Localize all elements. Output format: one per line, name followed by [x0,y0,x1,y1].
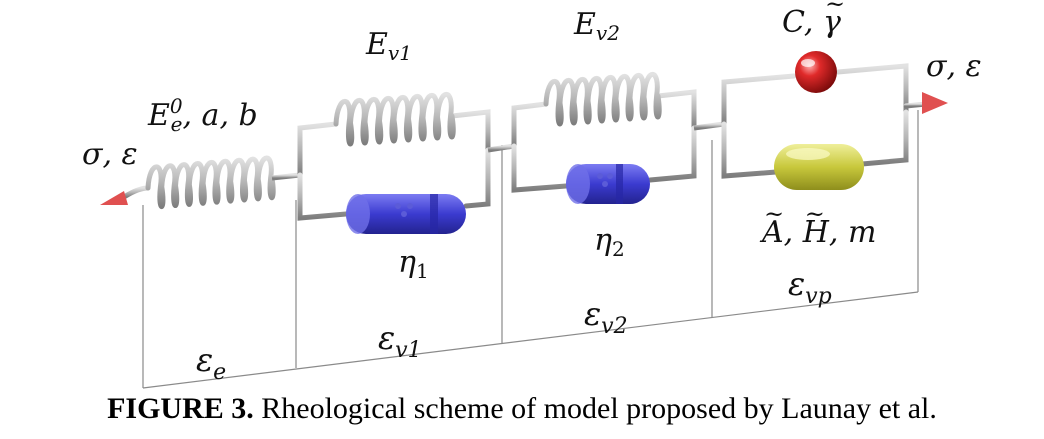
label-spring-v1: Ev1 [366,27,412,65]
elastic-spring [145,155,276,210]
label-sigma-eps-right: σ, ε [926,49,982,84]
connector-2 [487,143,515,153]
viscoplastic-slider [774,144,864,190]
kelvin-unit-2 [511,72,697,193]
label-damper-1: η1 [398,245,429,283]
left-arrow [100,185,149,205]
caption-prefix: FIGURE 3. [107,392,254,425]
connector-1 [271,172,301,181]
label-sigma-eps-left: σ, ε [82,137,138,172]
plastic-ball [795,51,837,93]
guide-baseline [142,291,919,389]
caption-text: Rheological scheme of model proposed by … [253,392,937,425]
kelvin-unit-1 [297,92,491,221]
figure-caption: FIGURE 3. Rheological scheme of model pr… [0,392,1044,426]
strain-vp: εvp [788,265,832,309]
connector-3 [693,121,725,131]
label-elastic: E0e, a, b [148,94,258,136]
strain-e: εe [196,341,227,385]
right-arrow [922,92,948,114]
label-damper-2: η2 [594,223,625,261]
damper-1 [346,194,466,234]
label-plastic: C, γ [782,0,845,38]
label-spring-v2: Ev2 [574,7,620,45]
label-viscoplastic: A, H, m [762,202,876,248]
damper-2 [566,164,650,204]
strain-v2: εv2 [584,295,628,339]
strain-guides [142,110,919,389]
strain-v1: εv1 [378,319,422,363]
